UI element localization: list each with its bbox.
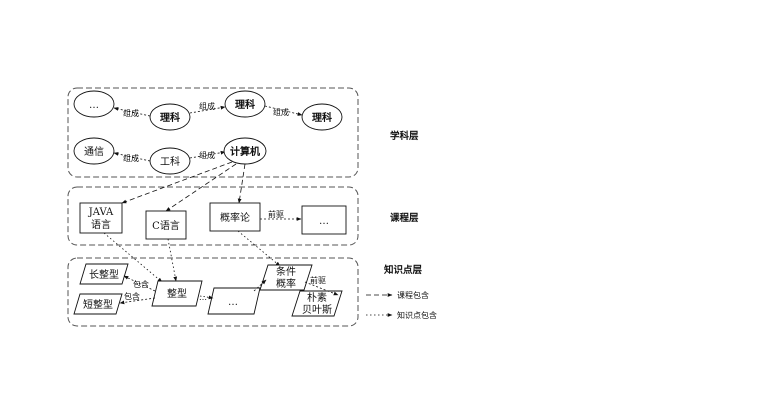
edge-conditional-to-naive-bayes bbox=[304, 281, 339, 296]
legend-course-contains-label: 课程包含 bbox=[397, 290, 429, 300]
node-engineering bbox=[149, 147, 191, 175]
node-computer-label: 计算机 bbox=[230, 145, 260, 158]
node-science-a-label: 理科 bbox=[160, 111, 180, 124]
subject-layer-box bbox=[67, 87, 359, 178]
node-c-language-label: C语言 bbox=[152, 219, 180, 232]
node-science-a bbox=[149, 103, 191, 131]
node-short-int bbox=[73, 293, 123, 315]
node-communication bbox=[73, 137, 115, 165]
node-java-line2: 语言 bbox=[91, 218, 111, 231]
node-conditional-line1: 条件 bbox=[276, 265, 296, 278]
edge-label-compose-1: 组成 bbox=[123, 108, 139, 118]
edge-label-prerequisite-knowledge: 前驱 bbox=[310, 275, 326, 285]
course-layer-label: 课程层 bbox=[390, 212, 419, 224]
node-integer bbox=[151, 280, 203, 307]
edge-computer-to-c bbox=[165, 163, 237, 212]
edge-science-a-to-science-b bbox=[189, 105, 226, 114]
knowledge-layer-box bbox=[67, 257, 359, 327]
node-java bbox=[79, 202, 123, 234]
node-conditional-line2: 概率 bbox=[276, 277, 296, 290]
node-science-c bbox=[301, 103, 343, 131]
edge-probability-to-conditional bbox=[237, 230, 281, 267]
node-subject-ellipsis bbox=[73, 90, 115, 118]
node-long-int-label: 长整型 bbox=[89, 268, 119, 281]
course-layer-box bbox=[67, 186, 359, 246]
edge-label-compose-5: 组成 bbox=[199, 150, 215, 160]
node-science-c-label: 理科 bbox=[312, 111, 332, 124]
node-short-int-label: 短整型 bbox=[83, 298, 113, 311]
edge-integer-to-ellipsis bbox=[199, 295, 214, 300]
node-c-language bbox=[145, 210, 187, 240]
edge-label-contains-2: 包含 bbox=[124, 291, 140, 301]
node-course-ellipsis-label: … bbox=[319, 216, 329, 227]
node-probability bbox=[209, 202, 261, 232]
node-science-b-label: 理科 bbox=[235, 98, 255, 111]
node-integer-label: 整型 bbox=[167, 287, 187, 300]
legend-knowledge-contains-label: 知识点包含 bbox=[397, 310, 437, 320]
node-java-line1: JAVA bbox=[88, 207, 114, 218]
node-knowledge-ellipsis bbox=[207, 287, 261, 315]
node-naive-bayes-line2: 贝叶斯 bbox=[302, 303, 332, 316]
node-communication-label: 通信 bbox=[84, 146, 104, 158]
edge-label-compose-4: 组成 bbox=[123, 153, 139, 163]
edge-ellipsis-to-conditional bbox=[253, 279, 267, 292]
node-naive-bayes-line1: 朴素 bbox=[307, 291, 327, 304]
edge-integer-to-long-int bbox=[123, 275, 156, 292]
edge-label-compose-3: 组成 bbox=[273, 107, 289, 117]
subject-layer-label: 学科层 bbox=[390, 130, 419, 142]
node-knowledge-ellipsis-label: … bbox=[228, 297, 238, 308]
node-probability-label: 概率论 bbox=[220, 211, 250, 224]
edge-java-to-integer bbox=[103, 232, 163, 283]
edge-label-dots-integer: … bbox=[199, 293, 207, 302]
edge-label-prerequisite-course: 前驱 bbox=[268, 209, 284, 219]
node-science-b bbox=[224, 90, 266, 118]
edge-label-contains-1: 包含 bbox=[133, 279, 149, 289]
node-subject-ellipsis-label: … bbox=[89, 100, 99, 111]
edge-engineering-to-computer bbox=[189, 150, 226, 159]
edge-computer-to-java bbox=[121, 161, 233, 204]
edge-c-to-integer bbox=[167, 238, 178, 282]
edge-integer-to-short-int bbox=[119, 297, 156, 305]
edge-label-compose-2: 组成 bbox=[199, 101, 215, 111]
node-engineering-label: 工科 bbox=[160, 155, 180, 168]
knowledge-layer-label: 知识点层 bbox=[383, 264, 423, 276]
edge-computer-to-probability bbox=[237, 163, 246, 204]
node-long-int bbox=[79, 263, 129, 285]
node-course-ellipsis bbox=[301, 205, 347, 235]
